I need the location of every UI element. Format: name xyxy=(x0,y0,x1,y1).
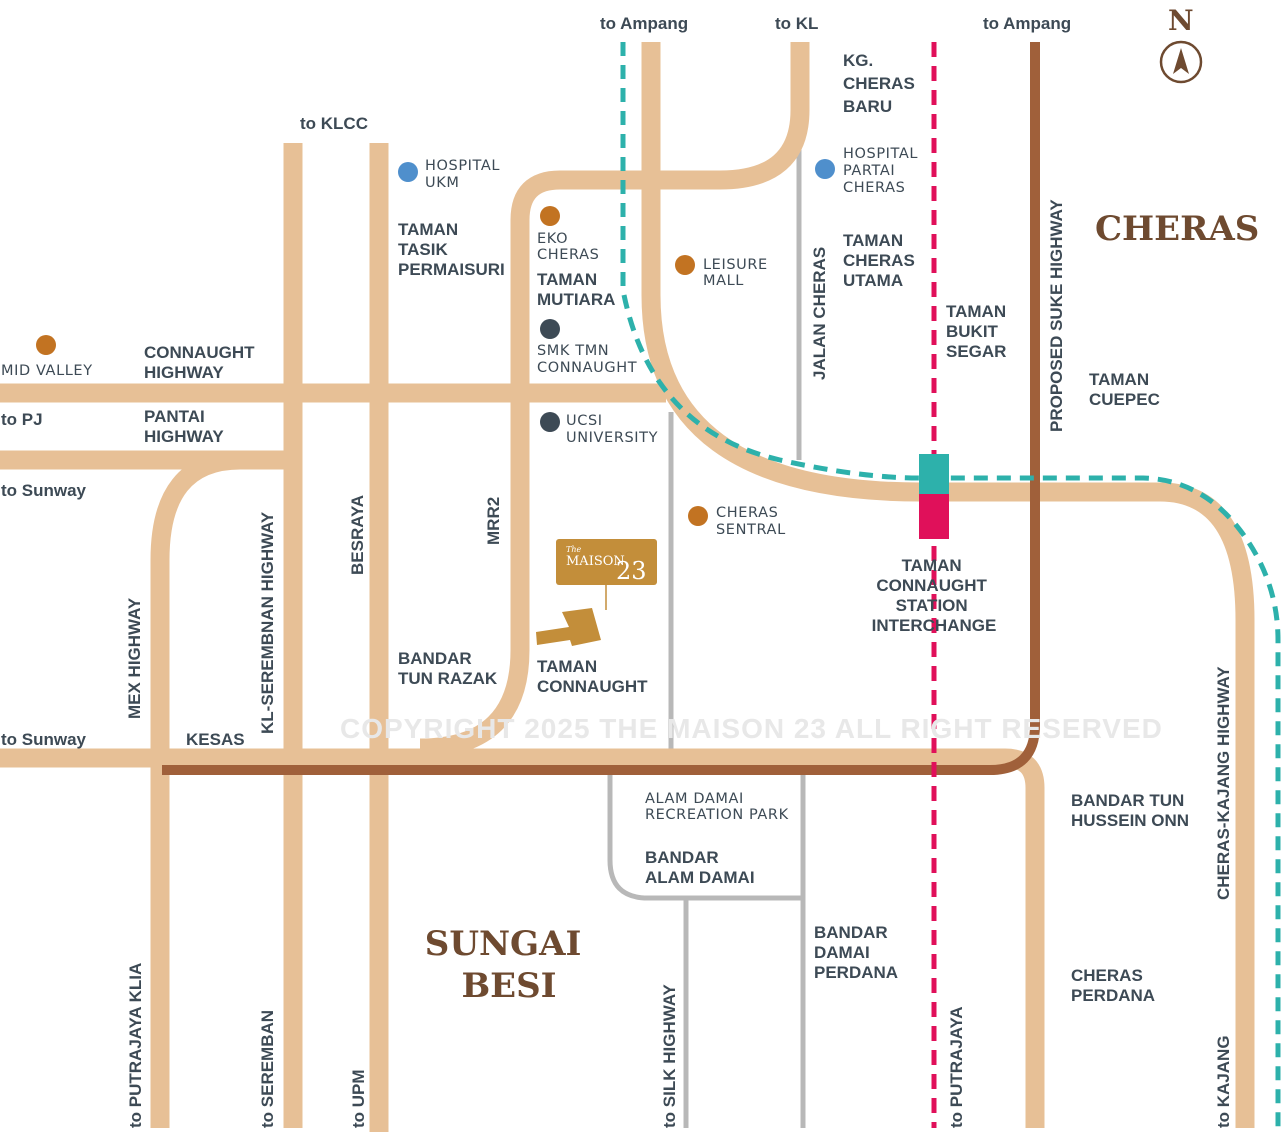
poi-dots xyxy=(36,159,835,526)
cheras-kajang-highway-label: CHERAS-KAJANG HIGHWAY xyxy=(1214,666,1233,900)
direction-labels: to Ampang to KL to Ampang to KLCC to PJ … xyxy=(1,14,1071,749)
smk-tmn-connaught-label: SMK TMN CONNAUGHT xyxy=(537,343,637,376)
hospital-partai-cheras-label: HOSPITAL PARTAI CHERAS xyxy=(843,146,923,196)
connaught-highway-label: CONNAUGHT HIGHWAY xyxy=(144,343,259,382)
cheras-perdana-label: CHERAS PERDANA xyxy=(1071,966,1155,1005)
to-seremban: to SEREMBAN xyxy=(258,1010,277,1128)
bandar-tun-razak-label: BANDAR TUN RAZAK xyxy=(398,649,498,688)
alam-damai-park-label: ALAM DAMAI RECREATION PARK xyxy=(645,791,789,823)
copyright-watermark: COPYRIGHT 2025 THE MAISON 23 ALL RIGHT R… xyxy=(340,713,1163,744)
highways xyxy=(162,42,1040,775)
to-putrajaya: to PUTRAJAYA xyxy=(947,1006,966,1128)
north-arrow-icon xyxy=(1159,40,1203,84)
to-kajang: to KAJANG xyxy=(1214,1035,1233,1128)
taman-connaught-station-label: TAMAN CONNAUGHT STATION INTERCHANGE xyxy=(872,556,997,635)
pantai-highway-label: PANTAI HIGHWAY xyxy=(144,407,224,446)
taman-cuepec-label: TAMAN CUEPEC xyxy=(1089,370,1160,409)
taman-connaught-label: TAMAN CONNAUGHT xyxy=(537,657,648,696)
kl-seremban-highway-label: KL-SEREMBNAN HIGHWAY xyxy=(258,511,277,734)
region-sungai-besi: SUNGAI BESI xyxy=(425,924,593,1006)
hospital-ukm-label: HOSPITAL UKM xyxy=(425,158,505,191)
project-logo[interactable]: The MAISON 23 xyxy=(556,539,657,585)
bandar-damai-perdana-label: BANDAR DAMAI PERDANA xyxy=(814,923,898,982)
to-klcc: to KLCC xyxy=(300,114,368,133)
eko-cheras-dot xyxy=(540,206,560,226)
taman-tasik-permaisuri-label: TAMAN TASIK PERMAISURI xyxy=(398,220,505,279)
region-cheras: CHERAS xyxy=(1095,209,1259,249)
taman-mutiara-label: TAMAN MUTIARA xyxy=(537,270,615,309)
to-pj: to PJ xyxy=(1,410,43,429)
project-site[interactable] xyxy=(536,585,607,646)
cheras-sentral-dot xyxy=(688,506,708,526)
logo-word-text: MAISON xyxy=(566,554,625,569)
lrt-line xyxy=(620,42,1281,1128)
hospital-ukm-dot xyxy=(398,162,418,182)
to-upm: to UPM xyxy=(349,1069,368,1128)
jalan-cheras-label: JALAN CHERAS xyxy=(810,247,829,380)
area-labels: KG. CHERAS BARU TAMAN TASIK PERMAISURI T… xyxy=(398,51,1189,1005)
road-labels: CONNAUGHT HIGHWAY PANTAI HIGHWAY KESAS M… xyxy=(125,199,1233,900)
ucsi-university-dot xyxy=(540,412,560,432)
eko-cheras-label: EKO CHERAS xyxy=(537,231,599,263)
compass: N xyxy=(1159,4,1203,84)
cheras-sentral-label: CHERAS SENTRAL xyxy=(716,505,786,538)
logo-small-text: The xyxy=(566,545,581,554)
taman-cheras-utama-label: TAMAN CHERAS UTAMA xyxy=(843,231,920,290)
main-roads xyxy=(0,42,1255,1132)
kg-cheras-baru-label: KG. CHERAS BARU xyxy=(843,51,920,116)
to-silk-highway: to SILK HIGHWAY xyxy=(660,983,679,1128)
bandar-tun-hussein-onn-label: BANDAR TUN HUSSEIN ONN xyxy=(1071,791,1189,830)
to-ampang-1: to Ampang xyxy=(600,14,688,33)
to-kl: to KL xyxy=(775,14,818,33)
rail-lines xyxy=(620,42,1281,1128)
ucsi-university-label: UCSI UNIVERSITY xyxy=(566,413,658,446)
to-sunway-1: to Sunway xyxy=(1,481,87,500)
mex-highway-label: MEX HIGHWAY xyxy=(125,597,144,719)
proposed-suke-highway-label: PROPOSED SUKE HIGHWAY xyxy=(1047,199,1066,432)
smk-tmn-connaught-dot xyxy=(540,319,560,339)
compass-letter: N xyxy=(1168,4,1194,37)
besraya-label: BESRAYA xyxy=(348,495,367,575)
mid-valley-dot xyxy=(36,335,56,355)
bandar-alam-damai-label: BANDAR ALAM DAMAI xyxy=(645,848,755,887)
logo-number-text: 23 xyxy=(616,557,647,585)
to-putrajaya-klia: to PUTRAJAYA KLIA xyxy=(126,963,145,1128)
hospital-partai-cheras-dot xyxy=(815,159,835,179)
vertical-direction-labels: to PUTRAJAYA KLIA to SEREMBAN to UPM to … xyxy=(126,963,1233,1128)
kesas-label: KESAS xyxy=(186,730,245,749)
mid-valley-label: MID VALLEY xyxy=(1,363,93,379)
taman-bukit-segar-label: TAMAN BUKIT SEGAR xyxy=(946,302,1011,361)
leisure-mall-label: LEISURE MALL xyxy=(703,257,773,289)
leisure-mall-dot xyxy=(675,255,695,275)
local-roads xyxy=(607,140,806,1128)
landmark-labels: HOSPITAL UKM HOSPITAL PARTAI CHERAS EKO … xyxy=(1,146,923,823)
to-sunway-2: to Sunway xyxy=(1,730,87,749)
mrr2-label: MRR2 xyxy=(484,497,503,545)
station-interchange-marker[interactable] xyxy=(919,454,949,539)
to-ampang-2: to Ampang xyxy=(983,14,1071,33)
